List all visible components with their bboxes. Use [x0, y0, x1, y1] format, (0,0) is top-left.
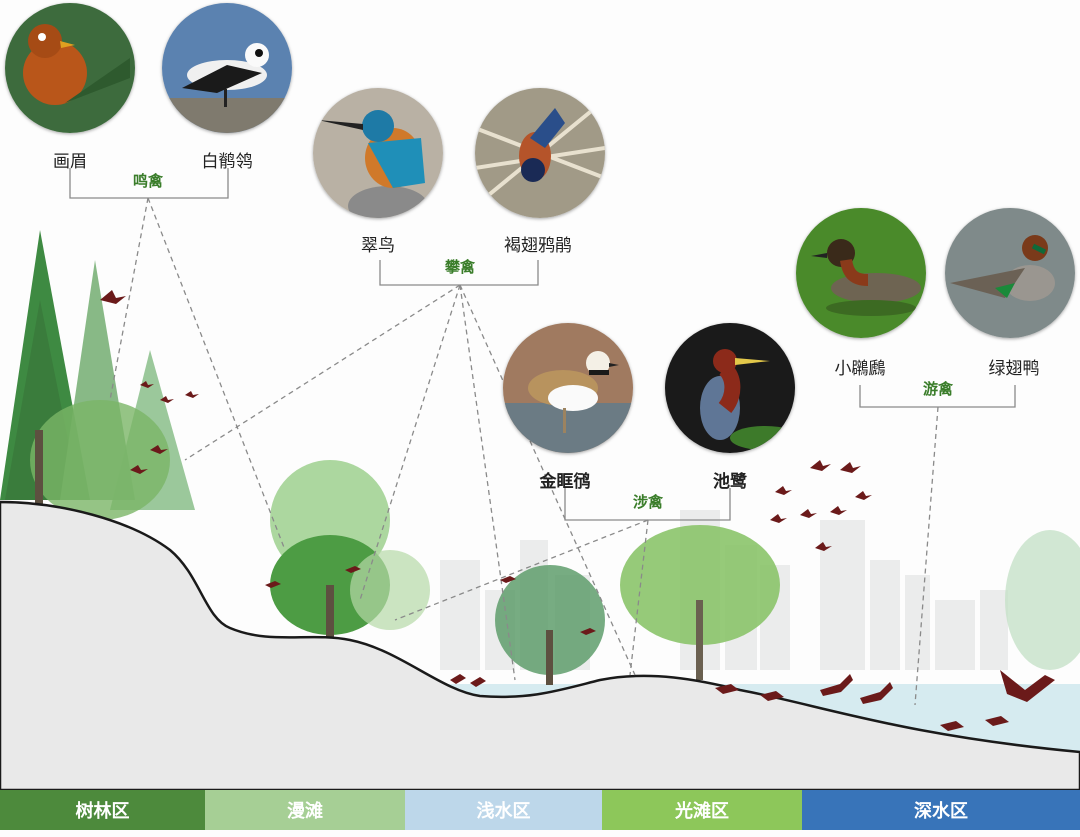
bird-name-hechiyajuan: 褐翅鸦鹃: [504, 236, 572, 256]
zone-label: 光滩区: [675, 801, 729, 822]
zone-mudflat: 光滩区: [602, 790, 802, 830]
bird-photo-chilu: [665, 323, 795, 453]
zone-woodland: 树林区: [0, 790, 205, 830]
bird-photo-cuiniao: [313, 88, 443, 218]
bird-name-baijiling: 白鹡鸰: [201, 152, 253, 172]
zone-label: 漫滩: [287, 801, 323, 822]
zone-label: 深水区: [914, 801, 968, 822]
bird-photo-hechiyajuan: [475, 88, 605, 218]
bird-name-cuiniao: 翠鸟: [361, 236, 395, 256]
bird-photo-xiaopiti: [796, 208, 926, 338]
tree-group: [0, 230, 1080, 685]
zone-bar: 树林区 漫滩 浅水区 光滩区 深水区: [0, 790, 1080, 830]
bird-photo-huamei: [5, 3, 135, 133]
bird-photo-baijiling: [162, 3, 292, 133]
bird-name-huamei: 画眉: [53, 152, 87, 172]
bird-silhouettes: [100, 290, 1055, 731]
zone-deep-water: 深水区: [802, 790, 1080, 830]
zone-floodplain: 漫滩: [205, 790, 405, 830]
bird-photo-lvchiya: [945, 208, 1075, 338]
bird-name-lvchiya: 绿翅鸭: [988, 359, 1040, 379]
bird-photo-jinkuangheng: [503, 323, 633, 453]
connector-lines: [69, 168, 1016, 706]
group-label-swimming-birds: 游禽: [918, 378, 958, 399]
bird-name-xiaopiti: 小鸊鷉: [834, 359, 886, 379]
bird-name-jinkuangheng: 金眶鸻: [539, 472, 591, 492]
terrain: [0, 500, 1080, 792]
bird-name-chilu: 池鹭: [713, 472, 747, 492]
group-label-wading-birds: 涉禽: [628, 491, 668, 512]
group-label-songbirds: 鸣禽: [128, 170, 168, 191]
group-label-climbing-birds: 攀禽: [440, 256, 480, 277]
zone-shallow-water: 浅水区: [405, 790, 602, 830]
zone-label: 浅水区: [476, 801, 531, 822]
zone-label: 树林区: [75, 801, 130, 822]
